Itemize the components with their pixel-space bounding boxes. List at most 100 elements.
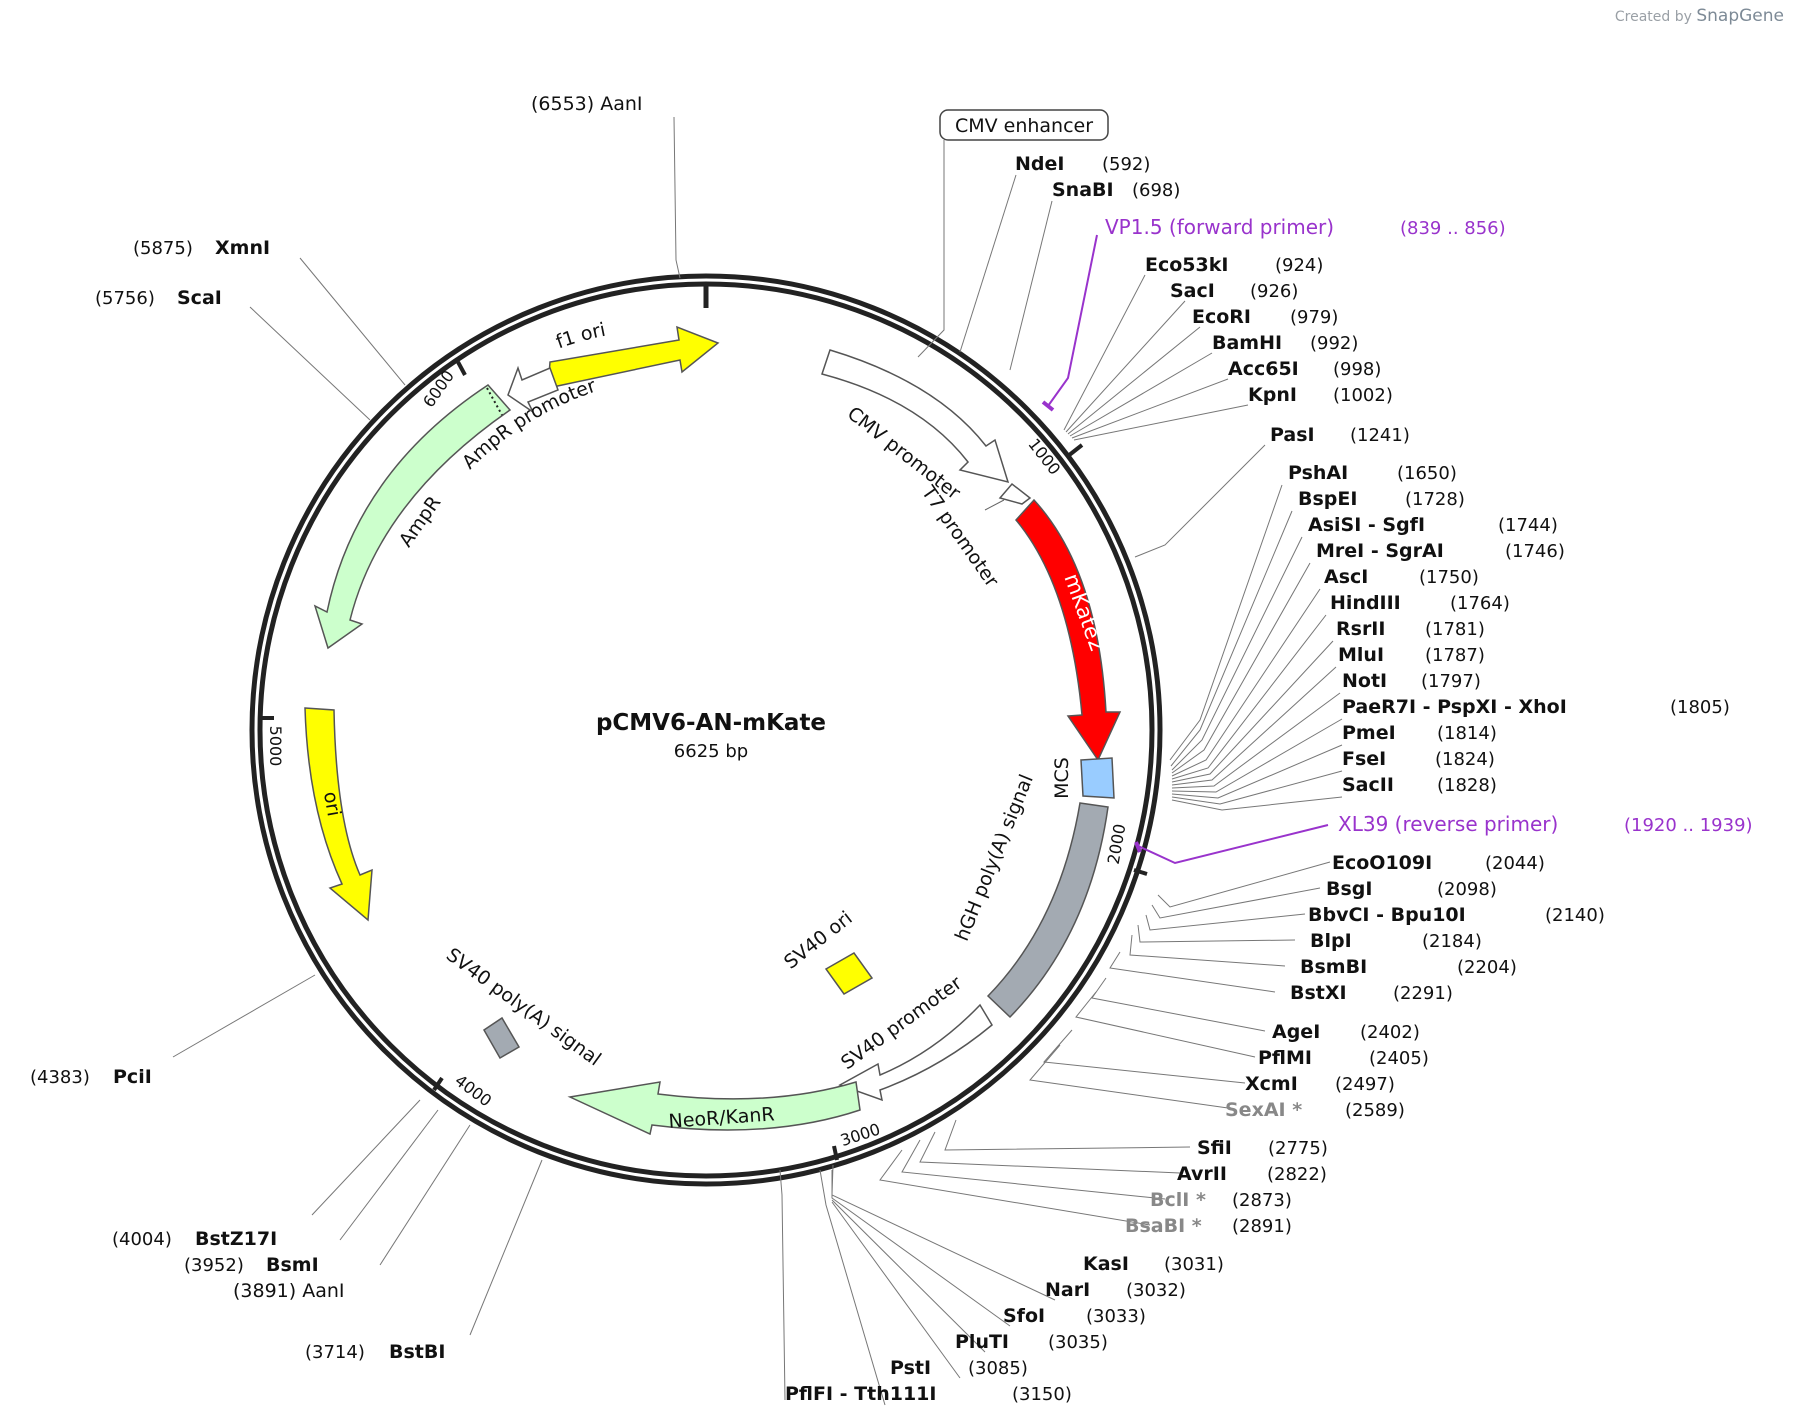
site-ecoo109i[interactable]: EcoO109I	[1332, 852, 1432, 874]
site-scai[interactable]: ScaI	[177, 287, 222, 309]
ampr-promoter-boundary	[486, 387, 503, 416]
feature-f1-ori[interactable]	[547, 325, 720, 389]
site-position: (2822)	[1267, 1164, 1327, 1185]
site-position: (3085)	[968, 1358, 1028, 1379]
site-asisi[interactable]: AsiSI - SgfI	[1308, 514, 1425, 536]
site-bsabi[interactable]: BsaBI *	[1125, 1215, 1202, 1237]
primer-vp15-range: (839 .. 856)	[1400, 218, 1506, 239]
site-position: (2140)	[1545, 905, 1605, 926]
site-avrii[interactable]: AvrII	[1177, 1163, 1227, 1185]
site-bstxi[interactable]: BstXI	[1290, 982, 1347, 1004]
feature-mcs[interactable]	[1080, 757, 1115, 799]
feature-label-cmv-enhancer: CMV enhancer	[955, 115, 1093, 137]
site-position: (1002)	[1333, 385, 1393, 406]
restriction-labels-left: (6553) AanI (5875) XmnI (5756) ScaI (438…	[30, 93, 643, 1363]
site-position: (1781)	[1425, 619, 1485, 640]
site-pflfi[interactable]: PflFI - Tth111I	[785, 1383, 936, 1405]
t7-leader	[984, 499, 1005, 511]
site-aani-6553[interactable]: (6553) AanI	[531, 93, 643, 115]
tick-label-3000: 3000	[838, 1119, 883, 1150]
feature-ampr-promoter[interactable]	[507, 365, 559, 415]
site-ndei[interactable]: NdeI	[1015, 153, 1064, 175]
site-acc65i[interactable]: Acc65I	[1228, 358, 1299, 380]
feature-ori[interactable]	[304, 707, 373, 922]
site-bstbi[interactable]: BstBI	[389, 1341, 445, 1363]
site-bsmi[interactable]: BsmI	[266, 1254, 319, 1276]
feature-t7-promoter[interactable]	[998, 482, 1032, 505]
primers: VP1.5 (forward primer) (839 .. 856) XL39…	[1041, 215, 1753, 865]
feature-sv40-ori[interactable]	[824, 952, 874, 995]
site-saci[interactable]: SacI	[1170, 280, 1215, 302]
feature-sv40-polya[interactable]	[483, 1016, 521, 1060]
tick-4000	[432, 1076, 444, 1092]
feature-label-mcs: MCS	[1051, 757, 1073, 799]
feature-label-ori: ori	[319, 790, 345, 818]
site-mrei[interactable]: MreI - SgrAI	[1316, 540, 1444, 562]
site-pflmi[interactable]: PflMI	[1258, 1047, 1312, 1069]
site-ecori[interactable]: EcoRI	[1192, 306, 1251, 328]
site-xcmi[interactable]: XcmI	[1245, 1073, 1298, 1095]
feature-sv40-promoter[interactable]	[838, 1003, 993, 1102]
primer-xl39-mark	[1134, 841, 1142, 853]
site-position: (2589)	[1345, 1100, 1405, 1121]
site-position: (2775)	[1268, 1138, 1328, 1159]
feature-label-hgh-polya: hGH poly(A) signal	[951, 771, 1038, 944]
site-sacii[interactable]: SacII	[1342, 774, 1394, 796]
site-mlui[interactable]: MluI	[1338, 644, 1384, 666]
site-position: (1828)	[1437, 775, 1497, 796]
site-paer7i[interactable]: PaeR7I - PspXI - XhoI	[1342, 696, 1567, 718]
site-bcli[interactable]: BclI *	[1150, 1189, 1206, 1211]
site-position: (1764)	[1450, 593, 1510, 614]
site-kasi[interactable]: KasI	[1083, 1253, 1129, 1275]
site-position: (1241)	[1350, 425, 1410, 446]
plasmid-name: pCMV6-AN-mKate	[596, 710, 826, 736]
site-bstz17i[interactable]: BstZ17I	[195, 1228, 277, 1250]
site-pshai[interactable]: PshAI	[1288, 462, 1348, 484]
feature-hgh-polya[interactable]	[986, 802, 1109, 1019]
site-hindiii[interactable]: HindIII	[1330, 592, 1401, 614]
site-position: (1814)	[1437, 723, 1497, 744]
site-eco53ki[interactable]: Eco53kI	[1145, 254, 1228, 276]
site-pasi[interactable]: PasI	[1270, 424, 1315, 446]
site-pcii-pos: (4383)	[30, 1067, 90, 1088]
feature-neor-kanr[interactable]	[567, 1081, 861, 1136]
primer-xl39-leader	[1135, 824, 1329, 865]
site-blpi[interactable]: BlpI	[1310, 930, 1352, 952]
site-rsrii[interactable]: RsrII	[1336, 618, 1385, 640]
site-kpni[interactable]: KpnI	[1248, 384, 1297, 406]
feature-label-sv40-polya: SV40 poly(A) signal	[442, 944, 605, 1071]
site-bbvci[interactable]: BbvCI - Bpu10I	[1308, 904, 1466, 926]
site-position: (2098)	[1437, 879, 1497, 900]
site-pmei[interactable]: PmeI	[1342, 722, 1396, 744]
site-position: (3035)	[1048, 1332, 1108, 1353]
feature-cmv-promoter[interactable]	[821, 349, 1010, 484]
feature-ampr[interactable]	[313, 384, 512, 650]
primer-xl39-label: XL39 (reverse primer)	[1338, 812, 1558, 836]
site-bsmbi[interactable]: BsmBI	[1300, 956, 1367, 978]
site-bamhi[interactable]: BamHI	[1212, 332, 1282, 354]
site-agei[interactable]: AgeI	[1272, 1021, 1320, 1043]
site-sexai[interactable]: SexAI *	[1225, 1099, 1302, 1121]
site-fsei[interactable]: FseI	[1342, 748, 1386, 770]
site-snabi[interactable]: SnaBI	[1052, 179, 1114, 201]
site-position: (979)	[1290, 307, 1338, 328]
site-psti[interactable]: PstI	[890, 1357, 931, 1379]
site-sfii[interactable]: SfiI	[1197, 1137, 1232, 1159]
site-asci[interactable]: AscI	[1324, 566, 1368, 588]
site-aani-3891[interactable]: (3891) AanI	[233, 1280, 345, 1302]
restriction-leaders-right	[779, 174, 1343, 1406]
snapgene-credit: Created by SnapGene	[1615, 6, 1784, 26]
site-sfoi[interactable]: SfoI	[1003, 1305, 1045, 1327]
site-bsgi[interactable]: BsgI	[1326, 878, 1372, 900]
site-position: (998)	[1333, 359, 1381, 380]
site-position: (2405)	[1369, 1048, 1429, 1069]
tick-6000	[456, 361, 467, 376]
site-bspei[interactable]: BspEI	[1298, 488, 1357, 510]
site-noti[interactable]: NotI	[1342, 670, 1387, 692]
site-position: (926)	[1250, 281, 1298, 302]
site-pluti[interactable]: PluTI	[955, 1331, 1009, 1353]
site-position: (1746)	[1505, 541, 1565, 562]
site-nari[interactable]: NarI	[1045, 1279, 1090, 1301]
site-xmni[interactable]: XmnI	[215, 237, 270, 259]
site-pcii[interactable]: PciI	[113, 1066, 152, 1088]
